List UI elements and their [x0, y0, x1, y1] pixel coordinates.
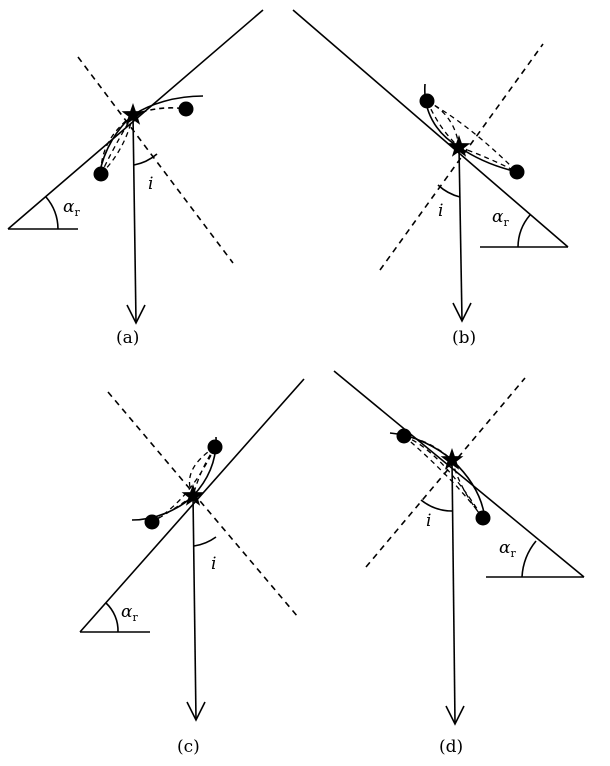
vertical-arrow-line [451, 459, 456, 724]
incidence-angle-arc [437, 184, 461, 198]
slope-angle-arc [45, 196, 59, 230]
incidence-angle-arc [193, 536, 217, 547]
arrow-head [452, 302, 472, 323]
station-dot [396, 428, 412, 444]
ray-dashed [426, 100, 518, 173]
station-dot [93, 166, 109, 182]
panel-label: (a) [116, 328, 139, 348]
ray-dashed [403, 435, 484, 519]
station-dot [475, 510, 491, 526]
panel-label: (c) [177, 737, 200, 757]
ray-dashed [151, 446, 216, 523]
station-dot [509, 164, 525, 180]
slope-angle-arc [105, 602, 119, 633]
slope-line [79, 378, 305, 633]
slope-angle-arc [521, 540, 537, 578]
arrow-head [126, 304, 146, 325]
incidence-angle-arc [420, 499, 454, 512]
normal-dashed-line [379, 43, 544, 271]
slope-angle-label: αr [492, 207, 509, 229]
normal-dashed-line [107, 391, 299, 618]
slope-line [292, 9, 569, 248]
slope-line [333, 370, 585, 578]
station-dot [419, 93, 435, 109]
panel-d [333, 370, 585, 726]
panel-label: (b) [452, 328, 476, 348]
vertical-arrow-line [132, 114, 137, 323]
incidence-angle-label: i [211, 554, 216, 574]
panel-b [292, 9, 569, 323]
incidence-angle-label: i [148, 174, 153, 194]
normal-dashed-line [77, 56, 234, 264]
wavefront-curve [131, 436, 217, 521]
vertical-arrow-line [458, 146, 463, 321]
vertical-arrow-line [192, 495, 197, 720]
slope-angle-arc [517, 214, 531, 248]
normal-dashed-line [365, 377, 526, 568]
station-dot [178, 101, 194, 117]
incidence-angle-label: i [426, 511, 431, 531]
panel-c [79, 378, 305, 722]
station-dot [207, 439, 223, 455]
station-dot [144, 514, 160, 530]
slope-angle-label: αr [121, 602, 138, 624]
arrow-head [186, 701, 206, 722]
slope-angle-label: αr [499, 538, 516, 560]
incidence-angle-label: i [438, 201, 443, 221]
panel-label: (d) [439, 737, 463, 757]
panel-a [7, 9, 264, 325]
arrow-head [445, 705, 465, 726]
incidence-angle-arc [133, 153, 158, 166]
slope-angle-label: αr [63, 197, 80, 219]
